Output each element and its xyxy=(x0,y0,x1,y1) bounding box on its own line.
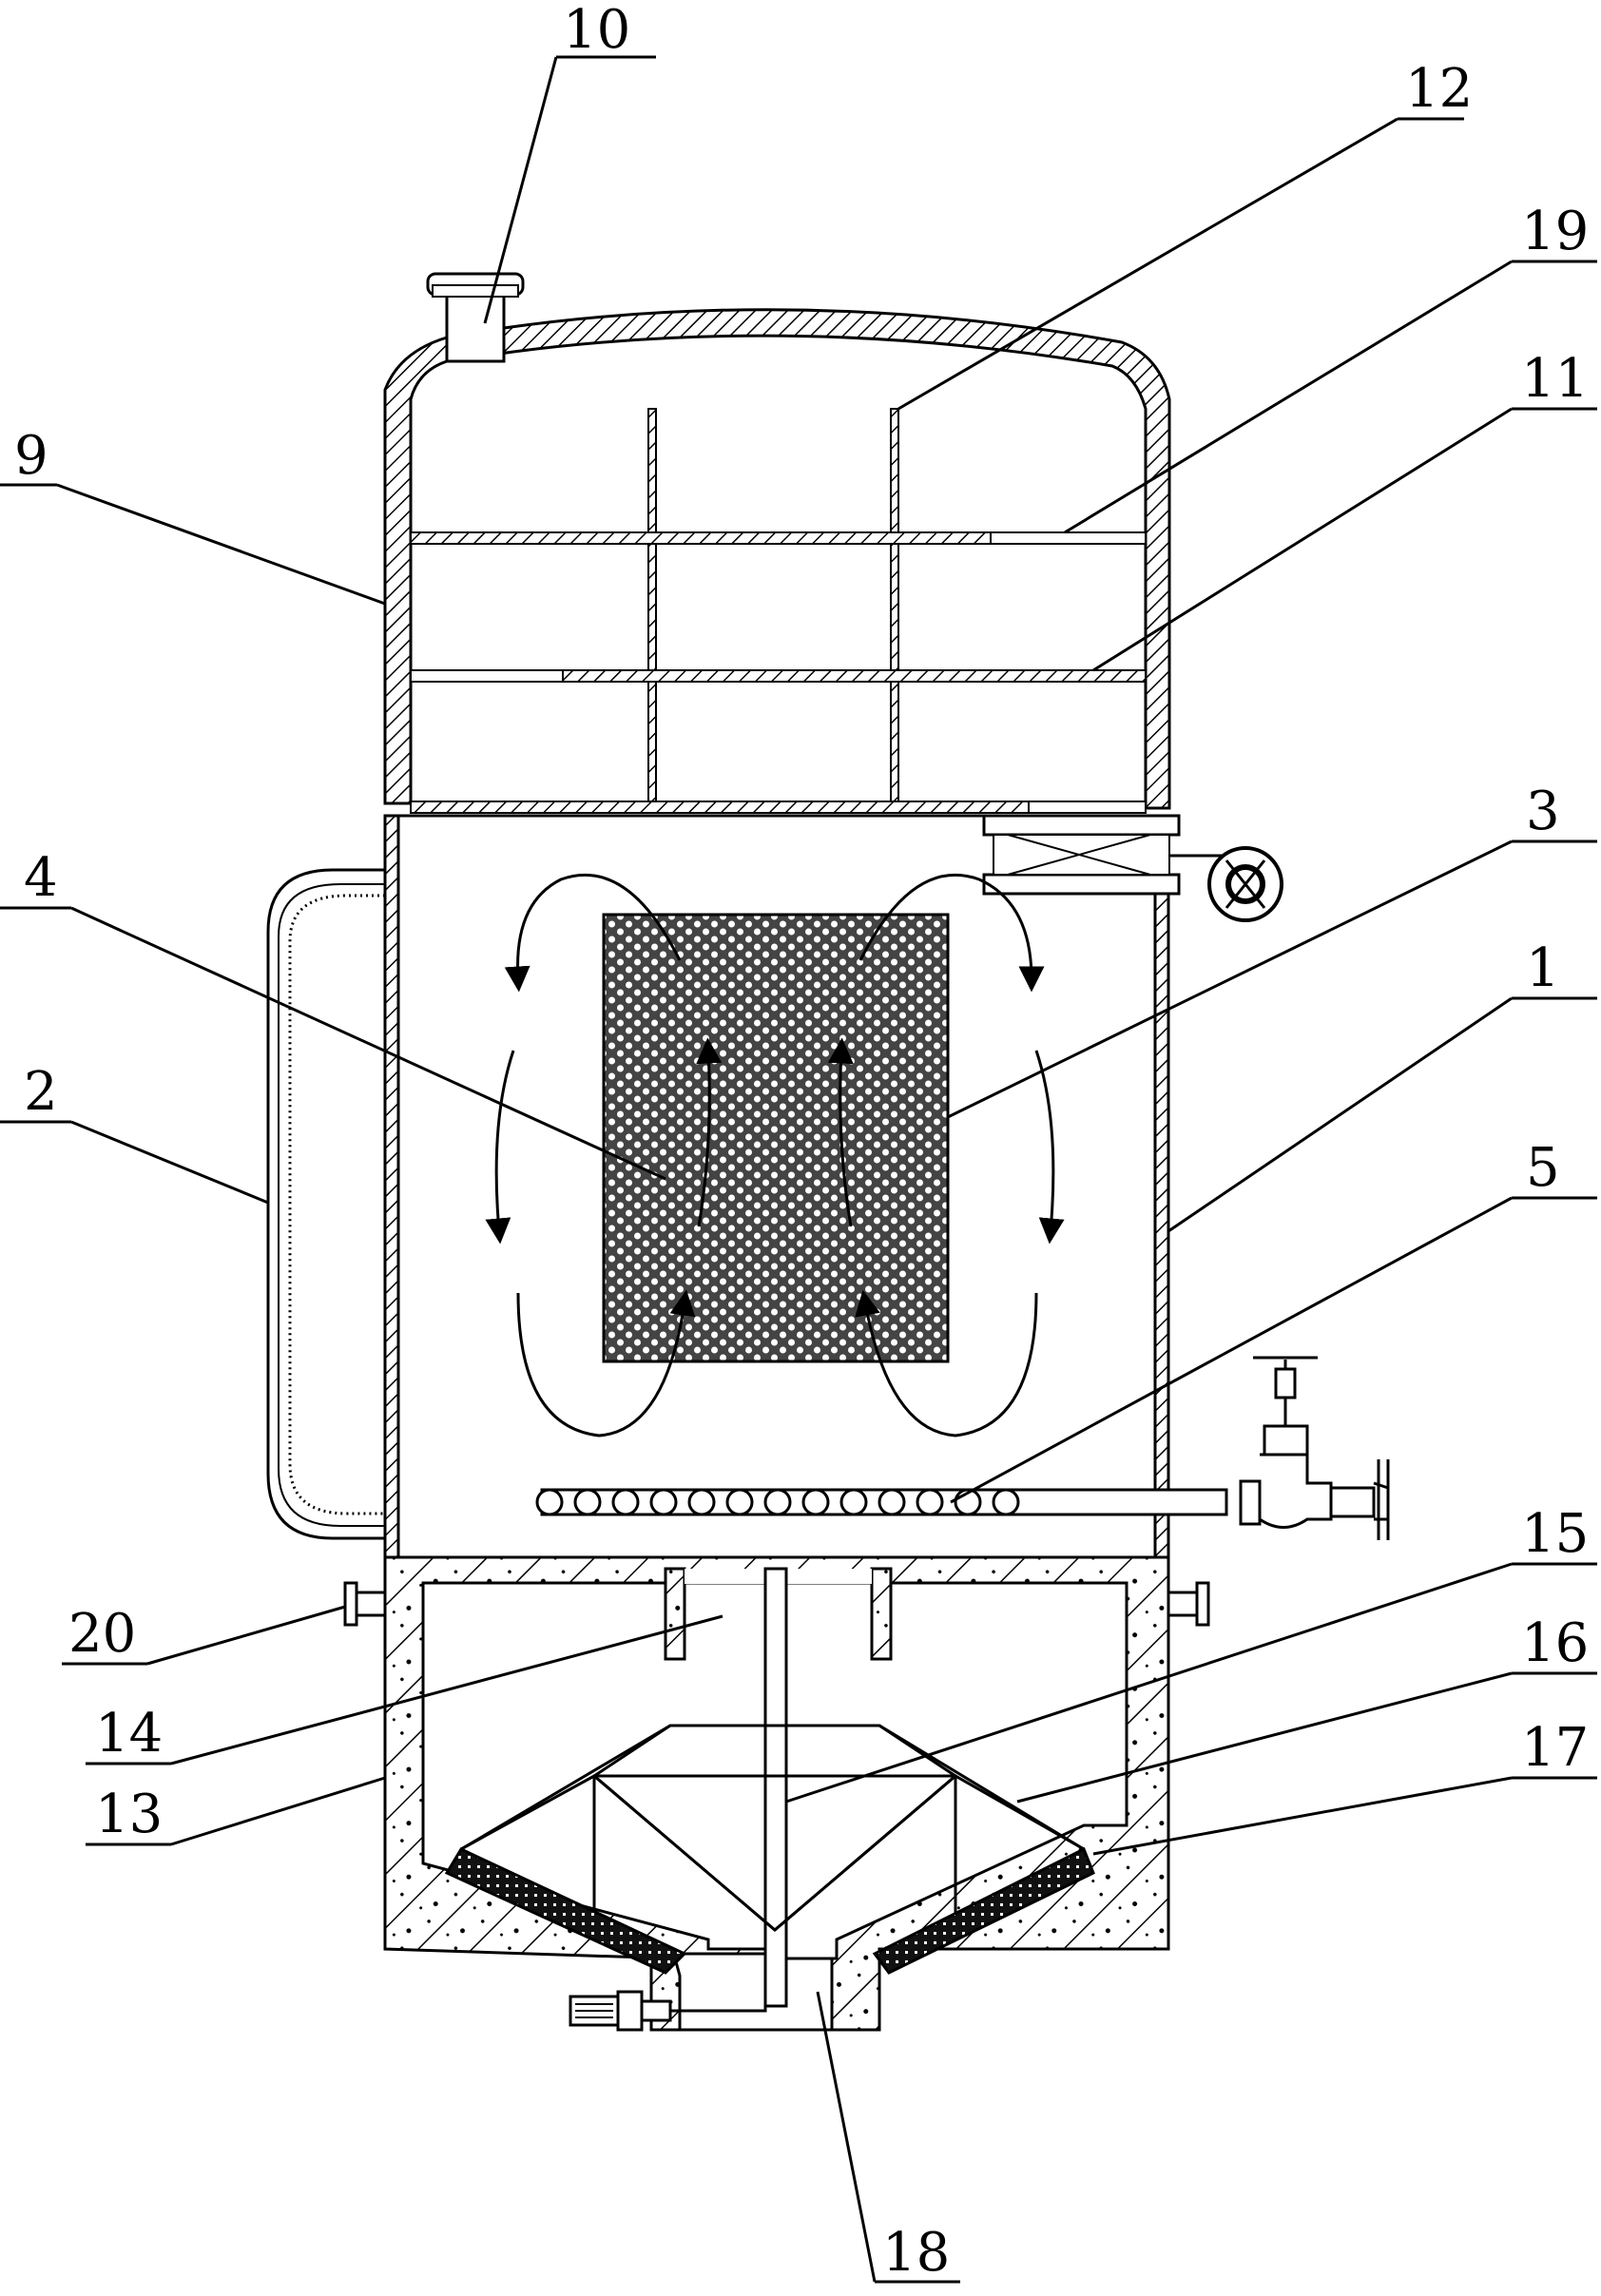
separation-gap xyxy=(1028,801,1147,814)
aeration-pipe xyxy=(535,1356,1390,1540)
upper-vessel-wall xyxy=(383,308,1171,810)
aeration-hole xyxy=(649,1488,678,1516)
aeration-hole xyxy=(878,1488,906,1516)
side-nozzle-left xyxy=(343,1581,387,1627)
aeration-hole xyxy=(801,1488,830,1516)
aeration-hole xyxy=(687,1488,716,1516)
upper-vessel xyxy=(383,272,1171,814)
main-tank xyxy=(266,814,1390,1559)
inlet-collar-left xyxy=(664,1567,686,1661)
vertical-rod-left xyxy=(647,408,657,804)
label-17: 17 xyxy=(1521,1717,1589,1779)
aeration-hole xyxy=(611,1488,640,1516)
label-20: 20 xyxy=(68,1603,136,1665)
label-19: 19 xyxy=(1521,201,1589,262)
aeration-hole xyxy=(573,1488,602,1516)
label-16: 16 xyxy=(1521,1612,1589,1674)
label-13: 13 xyxy=(95,1784,163,1845)
top-outlet-pipe xyxy=(426,272,525,363)
leader-lines xyxy=(0,55,1597,2284)
aeration-hole xyxy=(839,1488,868,1516)
return-pipe-inner xyxy=(288,894,385,1515)
baffle-plate-upper xyxy=(410,531,992,545)
aeration-hole xyxy=(725,1488,754,1516)
side-nozzle-right xyxy=(1167,1581,1210,1627)
label-1: 1 xyxy=(1526,937,1560,999)
inlet-collar-right xyxy=(870,1567,893,1661)
drive-motor xyxy=(569,1990,837,2032)
label-9: 9 xyxy=(14,425,48,487)
label-3: 3 xyxy=(1526,781,1560,842)
scraper-frame xyxy=(460,1724,1085,1932)
lower-chamber xyxy=(343,1555,1210,2032)
return-pipe xyxy=(266,868,385,1540)
label-4: 4 xyxy=(24,847,58,909)
label-14: 14 xyxy=(95,1703,163,1765)
scraper-blade-right xyxy=(872,1846,1095,1975)
baffle-gap-lower xyxy=(410,669,564,683)
separation-plate xyxy=(410,801,1030,814)
reference-numerals: 10 12 19 9 11 3 4 1 2 5 15 16 17 20 14 1… xyxy=(14,0,1589,2284)
vertical-rod-right xyxy=(890,408,899,804)
top-valve xyxy=(982,814,1283,922)
aeration-hole xyxy=(763,1488,792,1516)
aeration-hole xyxy=(535,1488,564,1516)
label-5: 5 xyxy=(1526,1137,1560,1199)
aeration-hole xyxy=(992,1488,1020,1516)
tank-wall-left xyxy=(383,814,400,1559)
label-18: 18 xyxy=(882,2222,950,2284)
central-shaft xyxy=(763,1567,788,2008)
scraper-blade-left xyxy=(444,1847,687,1975)
label-15: 15 xyxy=(1521,1503,1589,1565)
label-12: 12 xyxy=(1405,58,1473,120)
baffle-gap-upper xyxy=(990,531,1147,545)
label-2: 2 xyxy=(24,1061,58,1123)
label-10: 10 xyxy=(563,0,630,61)
label-11: 11 xyxy=(1521,348,1589,410)
filter-core xyxy=(602,913,950,1363)
tank-wall-right xyxy=(1153,814,1170,1559)
flow-arrows xyxy=(485,873,1065,1437)
aeration-hole xyxy=(916,1488,944,1516)
baffle-plate-lower xyxy=(562,669,1147,683)
